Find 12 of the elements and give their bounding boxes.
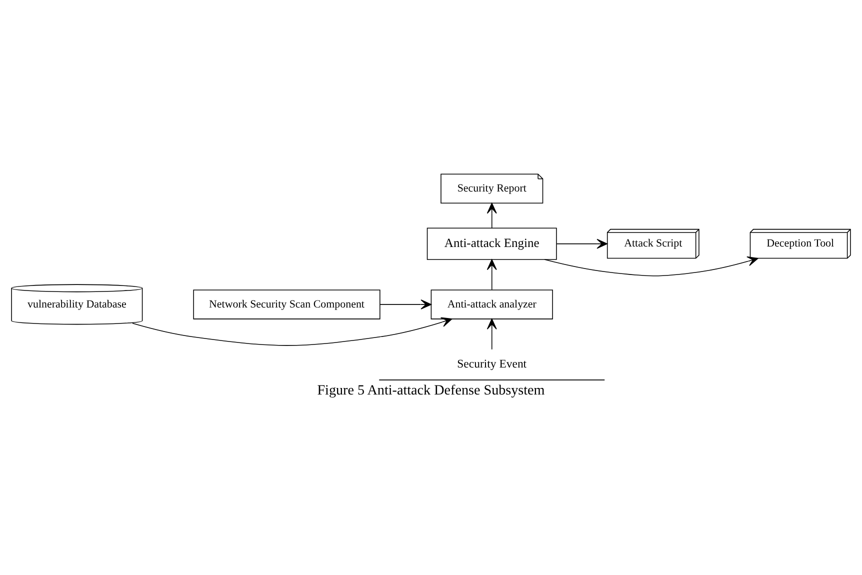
arrow [556,238,608,248]
arrow [544,256,758,276]
arrow [486,202,497,228]
arrow [486,318,497,350]
node-text: Security Event [457,356,527,370]
caption: Figure 5 Anti-attack Defense Subsystem [317,382,545,398]
node-box: Network Security Scan Component [193,289,380,319]
arrow [380,298,432,309]
node-box: Anti-attack analyzer [430,289,553,319]
arrow [486,258,497,290]
node-box: Anti-attack Engine [426,227,557,260]
arrow [132,316,452,346]
